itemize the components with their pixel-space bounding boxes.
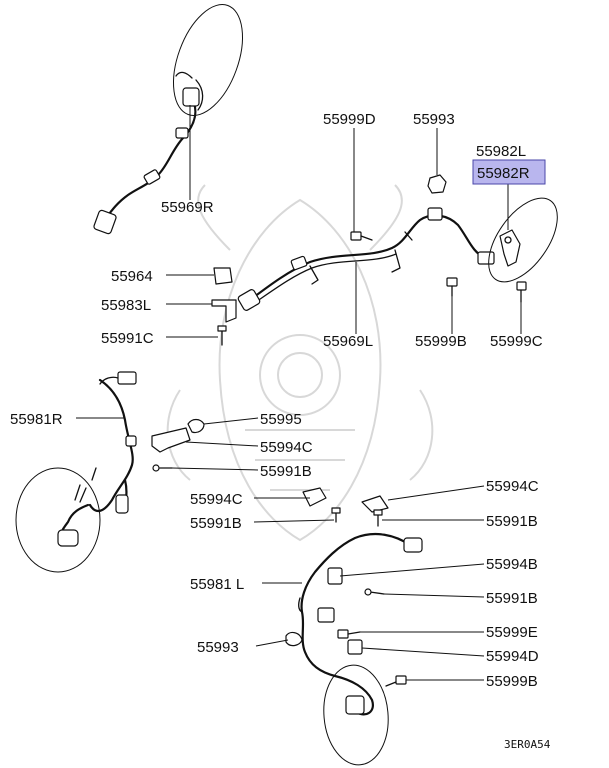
fasteners-middle	[151, 418, 389, 527]
leader-lines	[76, 105, 522, 681]
part-label-55994B[interactable]: 55994B	[486, 556, 538, 573]
part-label-55999E[interactable]: 55999E	[486, 624, 538, 641]
part-label-55994C-b[interactable]: 55994C	[190, 491, 243, 508]
part-label-55982R[interactable]: 55982R	[477, 165, 530, 182]
part-label-55969R[interactable]: 55969R	[161, 199, 214, 216]
harness-55969l	[237, 207, 495, 311]
part-label-55982L[interactable]: 55982L	[476, 143, 526, 160]
part-label-55995[interactable]: 55995	[260, 411, 302, 428]
part-label-55983L[interactable]: 55983L	[101, 297, 151, 314]
harness-55981r	[15, 371, 137, 573]
fasteners-top	[211, 174, 527, 346]
part-label-55991B-d[interactable]: 55991B	[486, 590, 538, 607]
part-label-55991C[interactable]: 55991C	[101, 330, 154, 347]
watermark-logo	[166, 184, 434, 542]
part-label-55991B-a[interactable]: 55991B	[260, 463, 312, 480]
part-label-55981L[interactable]: 55981 L	[190, 576, 244, 593]
part-label-55999B-bottom[interactable]: 55999B	[486, 673, 538, 690]
part-label-55994C-a[interactable]: 55994C	[260, 439, 313, 456]
part-label-55981R[interactable]: 55981R	[10, 411, 63, 428]
part-label-55964[interactable]: 55964	[111, 268, 153, 285]
diagram-code: 3ER0A54	[504, 738, 551, 751]
part-label-55991B-c[interactable]: 55991B	[486, 513, 538, 530]
part-labels: 55969R 55999D 55993 55982L 55982R 55964 …	[10, 111, 543, 690]
harness-55981l	[285, 532, 423, 766]
part-label-55991B-b[interactable]: 55991B	[190, 515, 242, 532]
bracket-55982	[488, 197, 558, 283]
part-label-55969L[interactable]: 55969L	[323, 333, 373, 350]
part-label-55999C[interactable]: 55999C	[490, 333, 543, 350]
part-label-55999D[interactable]: 55999D	[323, 111, 376, 128]
highlight-box	[472, 159, 546, 185]
harness-55969r	[93, 4, 243, 235]
part-label-55993-bottom[interactable]: 55993	[197, 639, 239, 656]
part-label-55994C-c[interactable]: 55994C	[486, 478, 539, 495]
part-label-55993-top[interactable]: 55993	[413, 111, 455, 128]
part-label-55994D[interactable]: 55994D	[486, 648, 539, 665]
part-label-55999B-top[interactable]: 55999B	[415, 333, 467, 350]
